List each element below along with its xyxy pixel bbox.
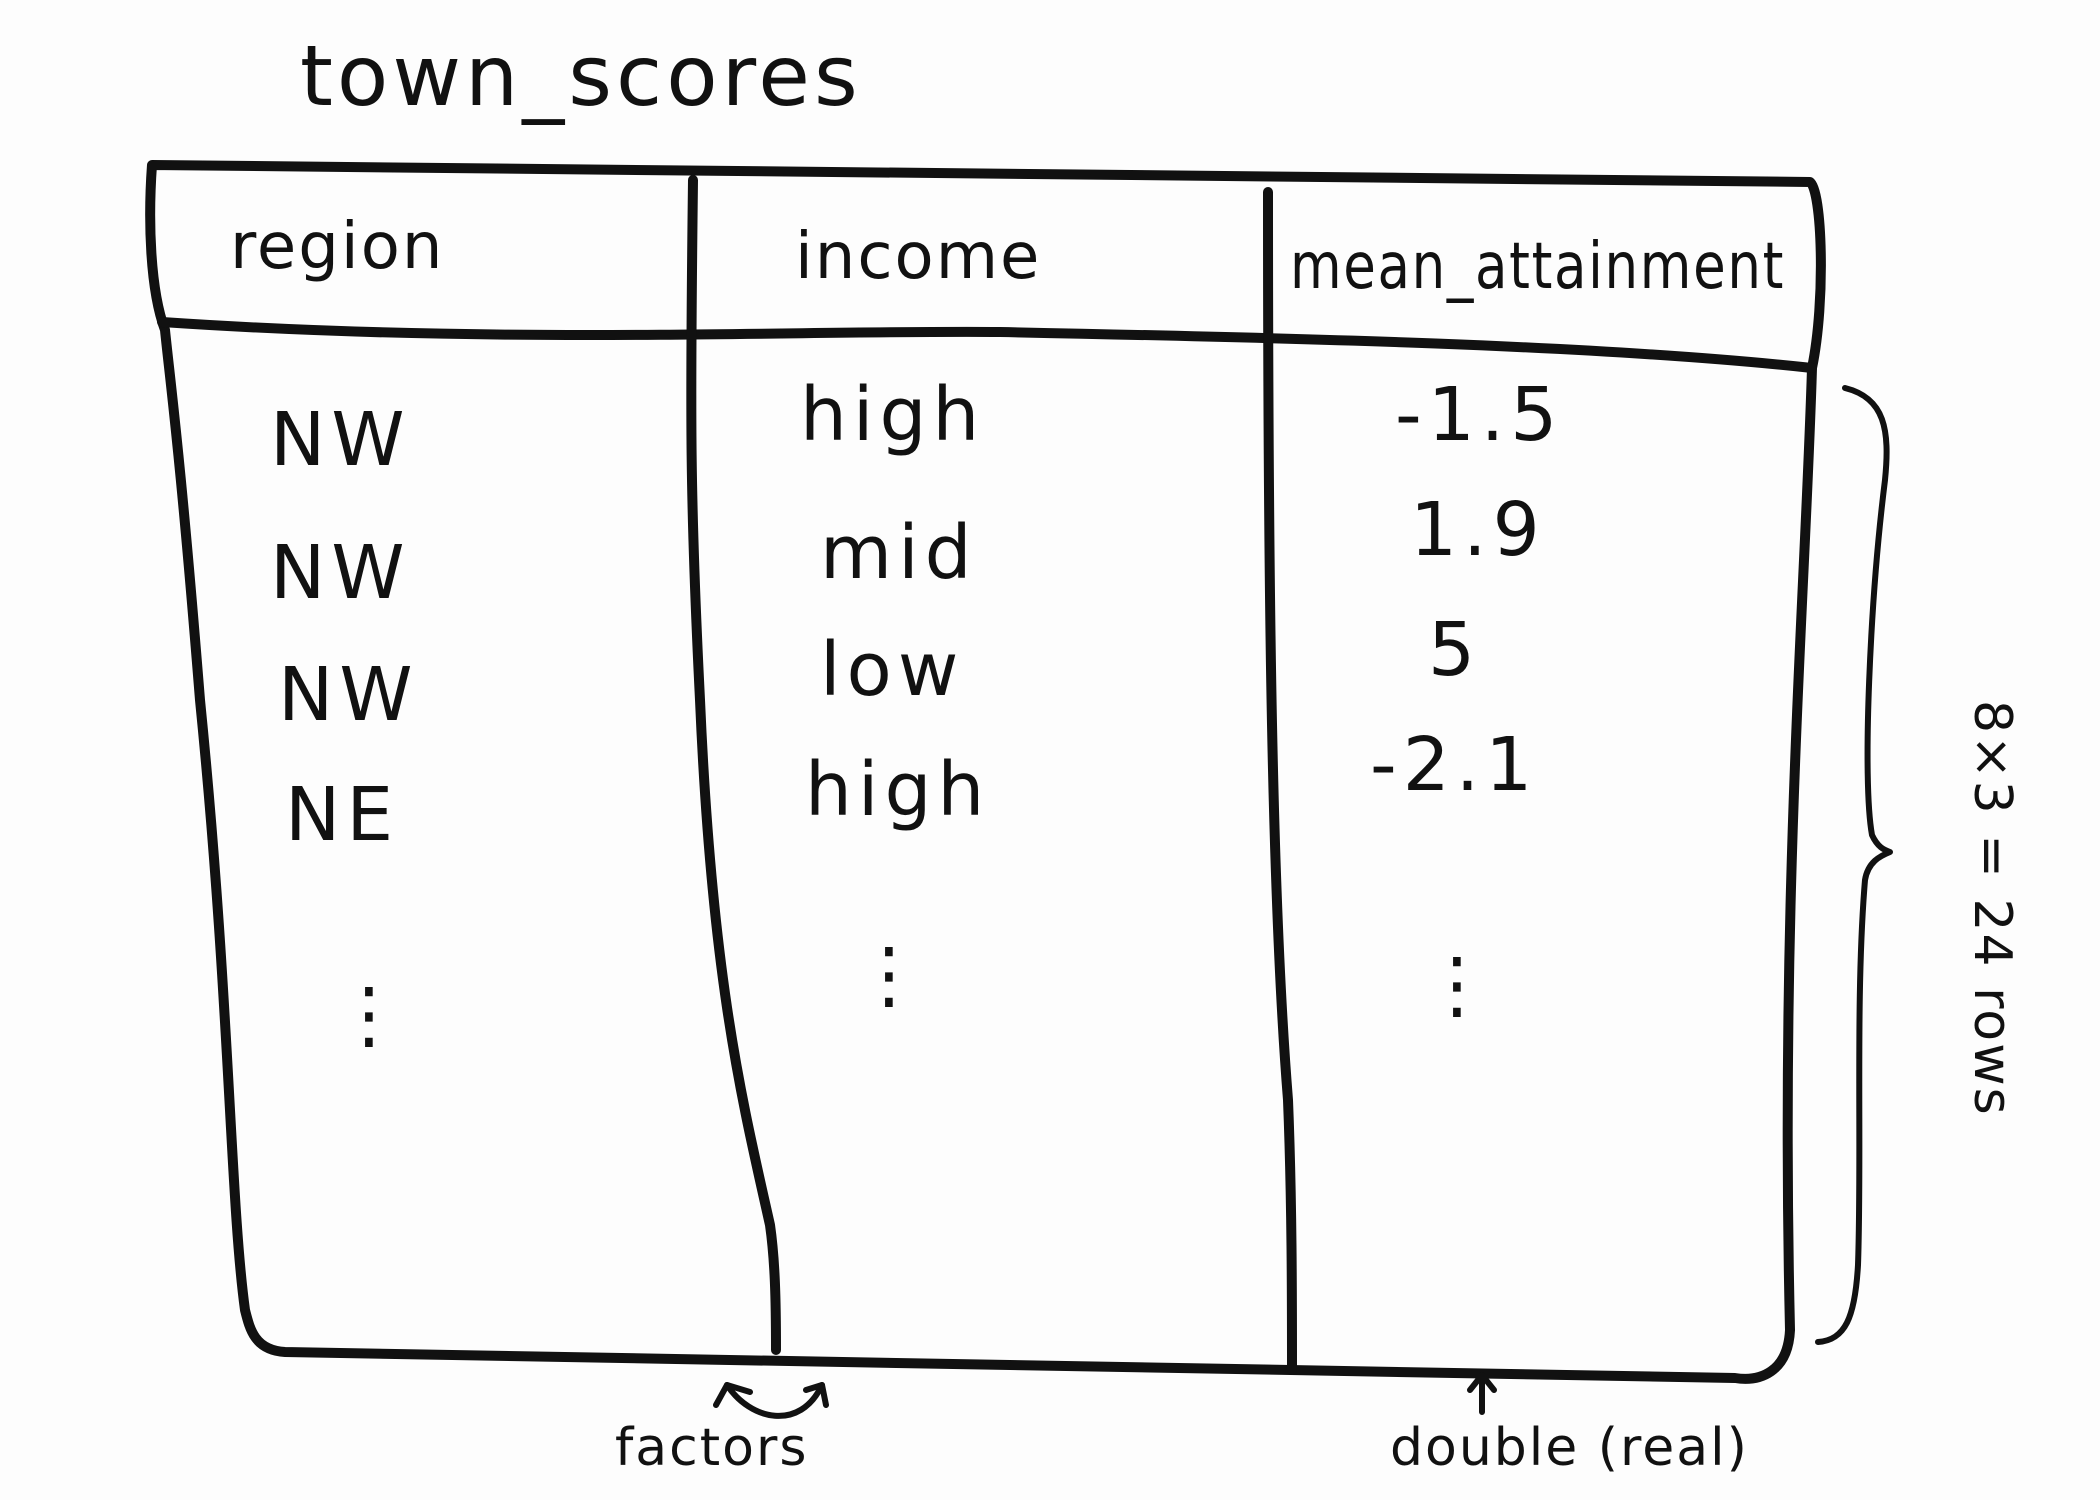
- cell-income-4: high: [805, 747, 990, 833]
- table-title: town_scores: [300, 27, 862, 125]
- row-count-label: 8×3 = 24 rows: [1962, 700, 2022, 1117]
- double-arrow: [1467, 1372, 1497, 1415]
- cell-income-1: high: [800, 372, 985, 458]
- header-mean-attainment: mean_attainment: [1290, 230, 1785, 304]
- factors-arrow-head-right: [803, 1382, 829, 1408]
- cell-income-3: low: [820, 627, 964, 713]
- cell-region-3: NW: [278, 652, 419, 738]
- cell-region-4: NE: [285, 772, 399, 858]
- cell-income-2: mid: [820, 510, 978, 596]
- column-divider-2: [1263, 187, 1297, 1375]
- table-outline: [145, 160, 1826, 1384]
- double-label: double (real): [1390, 1418, 1749, 1478]
- continuation-dots-mean: ⋮: [1420, 942, 1500, 1028]
- cell-region-1: NW: [270, 397, 411, 483]
- header-region: region: [230, 210, 444, 284]
- row-count-brace: [1815, 385, 1893, 1345]
- column-divider-1: [686, 175, 781, 1355]
- factors-label: factors: [615, 1418, 808, 1478]
- header-separator: [157, 317, 1817, 373]
- continuation-dots-income: ⋮: [852, 932, 932, 1018]
- factors-arrow: [724, 1382, 825, 1419]
- cell-mean-4: -2.1: [1370, 722, 1538, 808]
- header-income: income: [795, 220, 1041, 294]
- cell-region-2: NW: [270, 530, 411, 616]
- cell-mean-2: 1.9: [1410, 487, 1546, 573]
- continuation-dots-region: ⋮: [332, 972, 412, 1058]
- cell-mean-3: 5: [1428, 607, 1481, 693]
- cell-mean-1: -1.5: [1395, 372, 1563, 458]
- factors-arrow-head-left: [713, 1382, 753, 1408]
